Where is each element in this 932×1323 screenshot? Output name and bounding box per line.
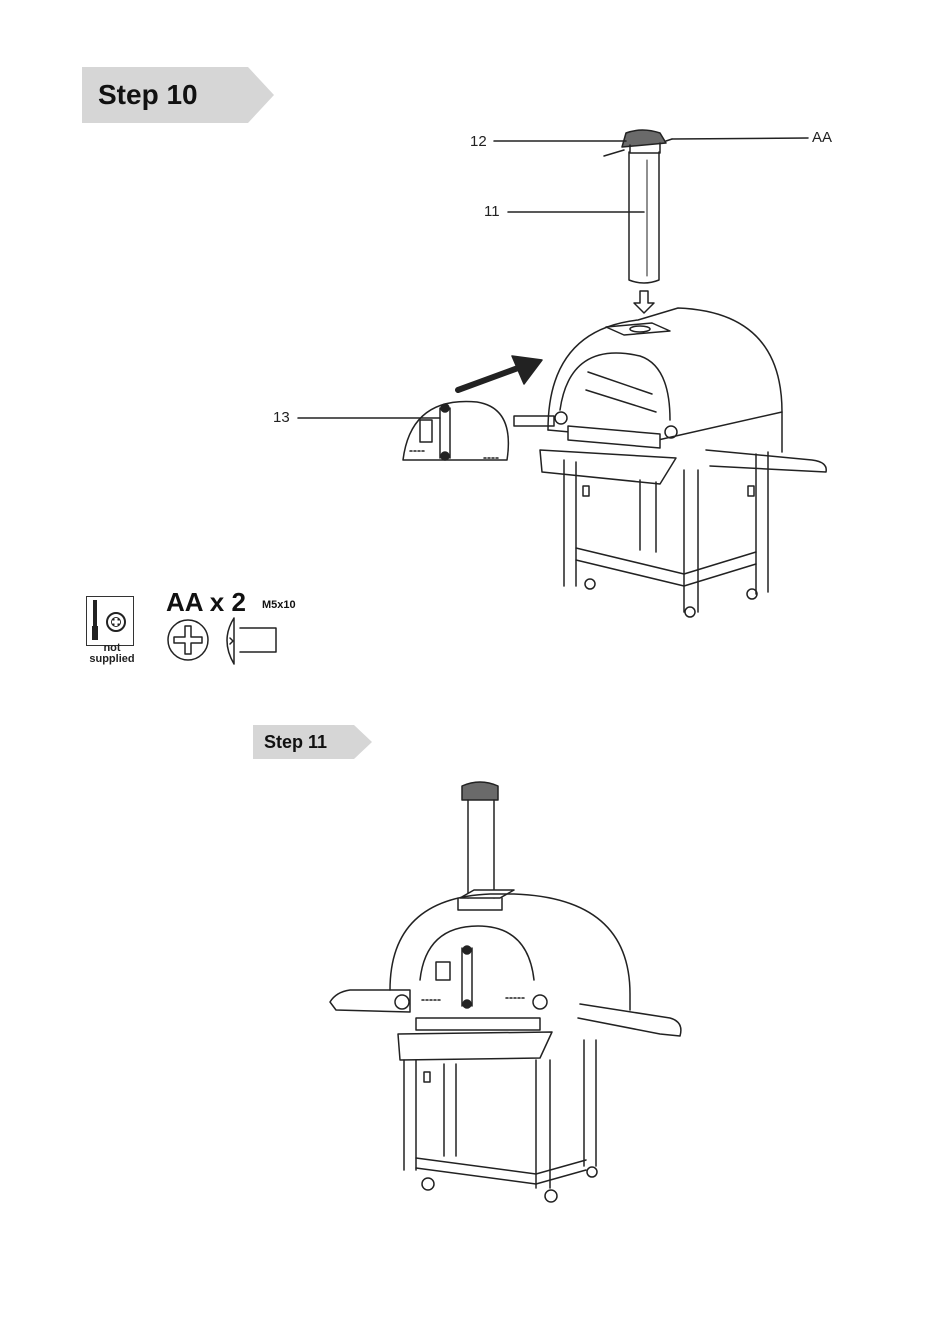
phillips-screw-icon — [168, 620, 208, 660]
pizza-oven-step10 — [514, 308, 826, 617]
pizza-oven-assembled — [330, 782, 681, 1202]
oven-door-part-13 — [403, 401, 508, 460]
screw-side-view-icon — [227, 618, 276, 664]
chimney-cap-part-12 — [622, 130, 666, 153]
chimney-pipe-part-11 — [629, 152, 659, 283]
